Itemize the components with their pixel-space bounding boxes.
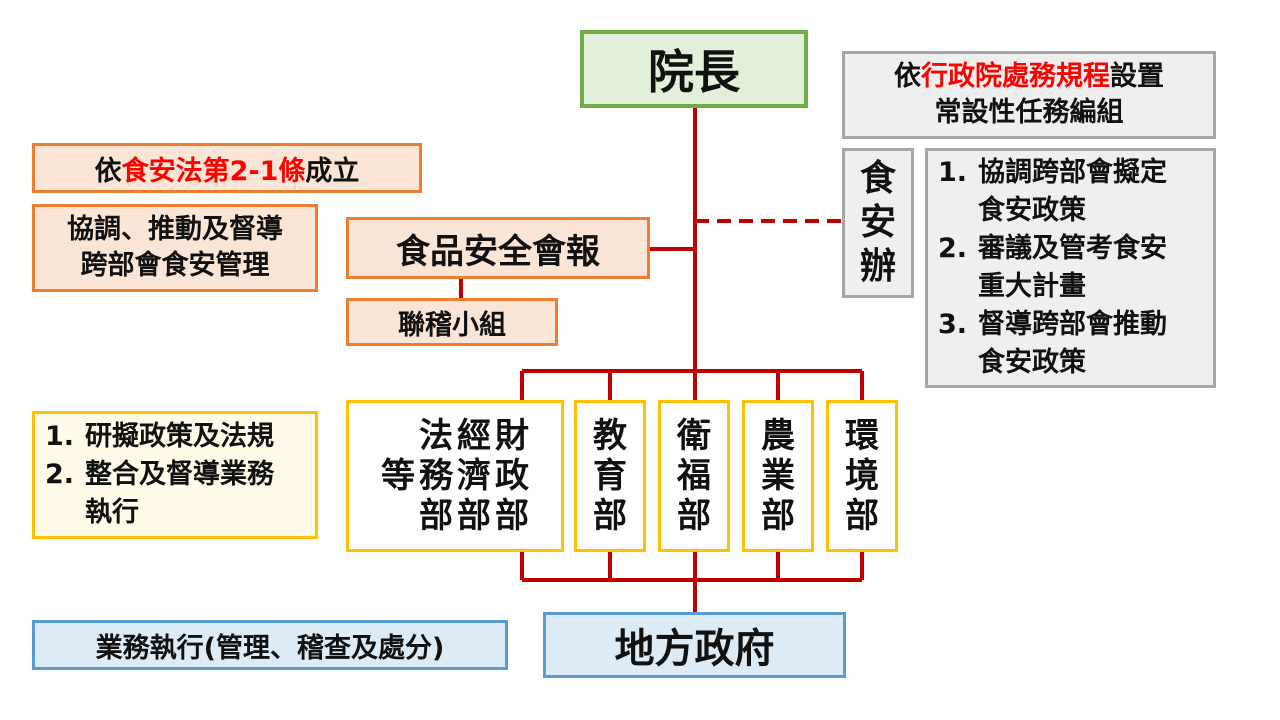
office-duties-box: 1.協調跨部會擬定 食安政策 2.審議及管考食安 重大計畫 3.督導跨部會推動 …	[925, 148, 1216, 388]
food-safety-council-label: 食品安全會報	[396, 231, 600, 272]
ministry-economic: 經 濟 部	[457, 416, 491, 536]
list-item: 1.協調跨部會擬定	[938, 157, 1167, 188]
law-basis-box: 依食安法第2-1條成立	[32, 143, 422, 193]
ministry-duties-box: 1.研擬政策及法規 2.整合及督導業務 執行	[32, 411, 318, 539]
ministry-justice: 法 務 部	[419, 416, 453, 536]
ministry-health-welfare-box: 衛 福 部	[658, 400, 730, 552]
premier-box: 院長	[580, 30, 808, 108]
ministry-agriculture-label: 農 業 部	[761, 416, 795, 536]
premier-label: 院長	[648, 45, 740, 99]
office-duties-list: 1.協調跨部會擬定 食安政策 2.審議及管考食安 重大計畫 3.督導跨部會推動 …	[938, 154, 1167, 382]
list-item: 3.督導跨部會推動	[938, 309, 1167, 340]
ministry-education-label: 教 育 部	[593, 416, 627, 536]
joint-inspection-label: 聯稽小組	[398, 309, 506, 341]
ministry-environment-box: 環 境 部	[826, 400, 898, 552]
ministry-agriculture-box: 農 業 部	[742, 400, 814, 552]
food-safety-office-label: 食 安 辦	[859, 158, 896, 287]
mandate-line1: 依行政院處務規程設置	[894, 61, 1164, 92]
local-duty-box: 業務執行(管理、稽查及處分)	[32, 620, 508, 670]
list-item: 2.審議及管考食安	[938, 233, 1167, 264]
mandate-line2: 常設性任務編組	[934, 97, 1124, 128]
local-duty-label: 業務執行(管理、稽查及處分)	[95, 632, 445, 664]
joint-inspection-box: 聯稽小組	[346, 298, 558, 346]
mandate-box: 依行政院處務規程設置 常設性任務編組	[842, 51, 1216, 139]
coordination-box: 協調、推動及督導 跨部會食安管理	[32, 204, 318, 292]
ministry-environment-label: 環 境 部	[845, 416, 879, 536]
coordination-line2: 跨部會食安管理	[80, 250, 270, 281]
ministry-duties-list: 1.研擬政策及法規 2.整合及督導業務 執行	[45, 418, 274, 532]
ministry-education-box: 教 育 部	[574, 400, 646, 552]
ministries-group-deng: 等	[381, 456, 415, 496]
ministries-group-box: 等 法 務 部 經 濟 部 財 政 部	[346, 400, 564, 552]
food-safety-office-box: 食 安 辦	[842, 148, 914, 298]
coordination-line1: 協調、推動及督導	[67, 214, 283, 245]
ministry-finance: 財 政 部	[495, 416, 529, 536]
ministry-health-welfare-label: 衛 福 部	[677, 416, 711, 536]
local-government-box: 地方政府	[543, 612, 846, 678]
list-item: 2.整合及督導業務	[45, 459, 274, 490]
mandate-highlight: 行政院處務規程	[921, 61, 1110, 92]
local-government-label: 地方政府	[614, 626, 775, 672]
law-highlight: 食安法第2-1條	[121, 155, 306, 187]
food-safety-council-box: 食品安全會報	[346, 217, 650, 279]
list-item: 1.研擬政策及法規	[45, 421, 274, 452]
